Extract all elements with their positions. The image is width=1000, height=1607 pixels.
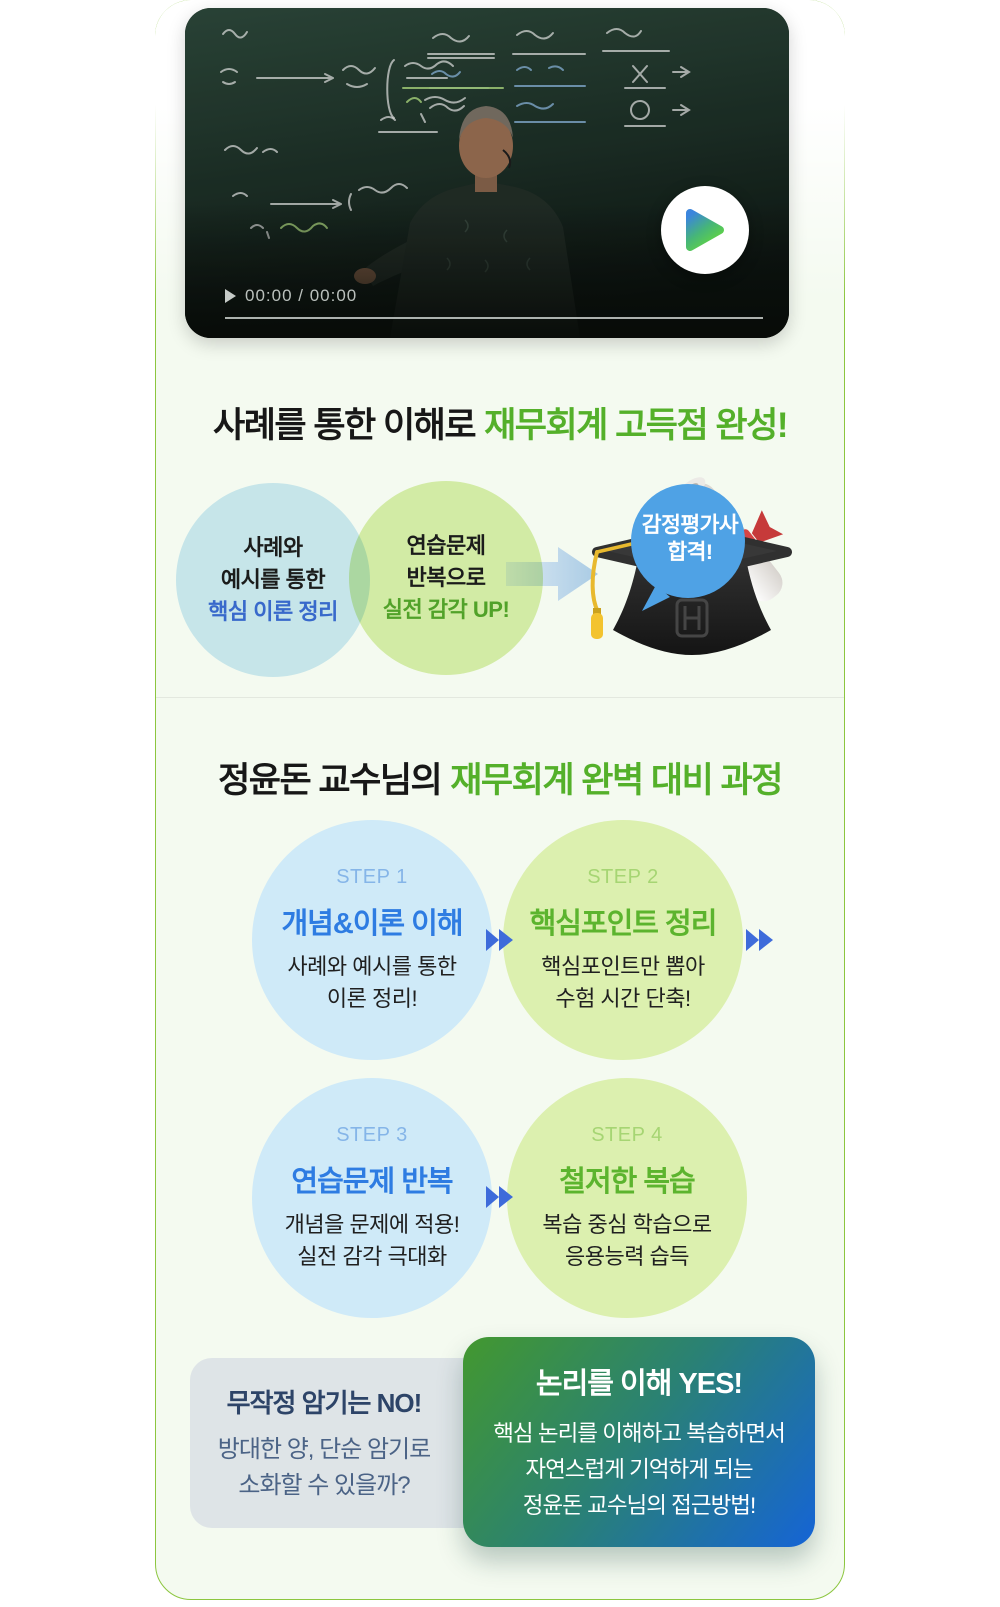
yes-box-title: 논리를 이해 YES!	[535, 1368, 743, 1400]
badge-line2: 합격!	[667, 540, 713, 564]
section-divider	[156, 697, 844, 698]
headline1-green-text: 재무회계 고득점 완성!	[484, 406, 788, 445]
fast-forward-icon	[486, 1186, 513, 1208]
step2-title: 핵심포인트 정리	[529, 907, 718, 940]
venn-circle-practice: 연습문제 반복으로 실전 감각 UP!	[349, 481, 543, 675]
venn-left-line1: 사례와	[243, 535, 303, 560]
venn-right-highlight: 실전 감각 UP!	[382, 597, 510, 622]
play-icon	[686, 209, 724, 251]
step1-label: STEP 1	[336, 865, 408, 888]
no-box-title: 무작정 암기는 NO!	[226, 1387, 423, 1418]
venn-left-line2: 예시를 통한	[220, 567, 326, 592]
badge-line1: 감정평가사	[641, 513, 739, 537]
progress-bar[interactable]	[225, 317, 763, 319]
venn-left-highlight: 핵심 이론 정리	[208, 599, 338, 624]
blackboard-lecture-illustration	[185, 8, 789, 338]
step2-label: STEP 2	[587, 865, 659, 888]
play-button[interactable]	[661, 186, 749, 274]
step3-label: STEP 3	[336, 1123, 408, 1146]
venn-circle-theory: 사례와 예시를 통한 핵심 이론 정리	[176, 483, 370, 677]
video-player[interactable]: 00:00 / 00:00	[185, 8, 789, 338]
step4-title: 철저한 복습	[559, 1165, 695, 1198]
pass-badge: 감정평가사 합격!	[630, 512, 750, 566]
step3-title: 연습문제 반복	[291, 1165, 453, 1198]
step-circle-3: STEP 3 연습문제 반복 개념을 문제에 적용!실전 감각 극대화	[252, 1078, 492, 1318]
headline1-black-text: 사례를 통한 이해로	[213, 406, 477, 445]
headline2-black-text: 정윤돈 교수님의	[218, 761, 443, 800]
step4-label: STEP 4	[591, 1123, 663, 1146]
time-display: 00:00 / 00:00	[245, 286, 358, 305]
fast-forward-icon	[486, 929, 513, 951]
video-controls: 00:00 / 00:00	[225, 286, 765, 326]
headline2-green-text: 재무회계 완벽 대비 과정	[450, 761, 783, 800]
step3-desc: 개념을 문제에 적용!실전 감각 극대화	[284, 1211, 460, 1269]
control-play-icon[interactable]	[225, 289, 236, 303]
venn-right-line2: 반복으로	[406, 565, 486, 590]
step1-title: 개념&이론 이해	[281, 907, 463, 940]
venn-right-line1: 연습문제	[406, 533, 486, 558]
arrow-right-icon	[506, 547, 598, 601]
fast-forward-icon	[746, 929, 773, 951]
pass-badge-bubble	[631, 484, 745, 611]
